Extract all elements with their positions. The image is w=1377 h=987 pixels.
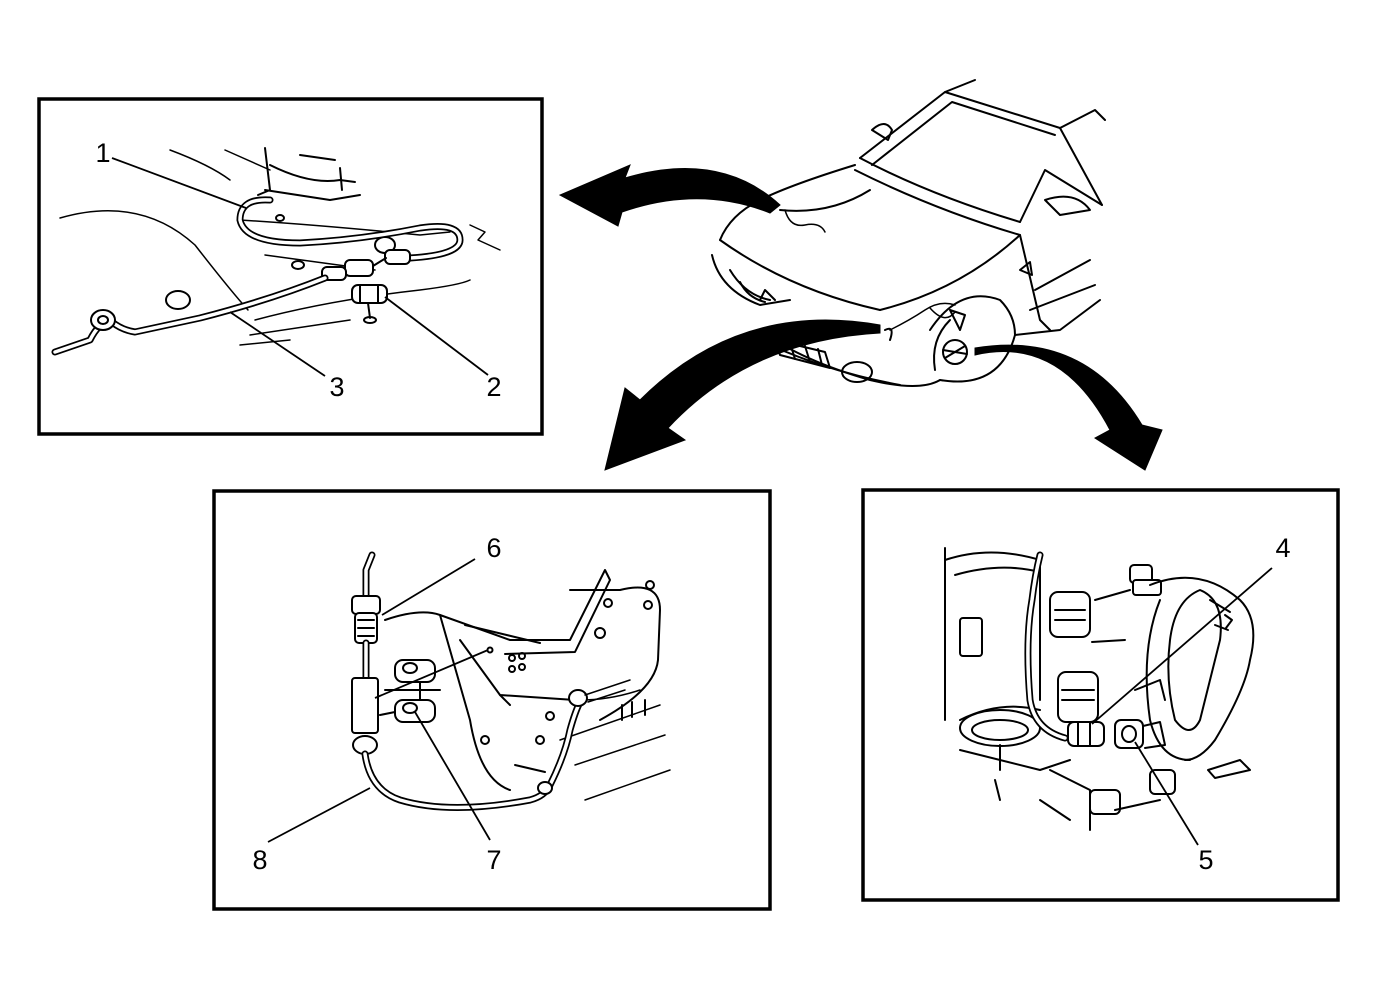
callout-2: 2 [486, 372, 501, 402]
pointer-arrows [558, 164, 1163, 471]
fender-hose-inset: 6 7 8 [212, 489, 772, 911]
callout-6: 6 [486, 533, 501, 563]
hood-hose-inset: 1 2 3 [37, 97, 544, 436]
callout-5: 5 [1198, 845, 1213, 875]
arrow-to-fender-view [604, 319, 881, 471]
callout-7: 7 [486, 845, 501, 875]
callout-3: 3 [329, 372, 344, 402]
arrow-to-hood-view [558, 164, 781, 227]
callout-4: 4 [1275, 533, 1290, 563]
callout-8: 8 [252, 845, 267, 875]
arrow-to-wheel-view [974, 344, 1163, 471]
wheel-sensor-inset: 4 5 [861, 488, 1340, 902]
callout-1: 1 [95, 138, 110, 168]
